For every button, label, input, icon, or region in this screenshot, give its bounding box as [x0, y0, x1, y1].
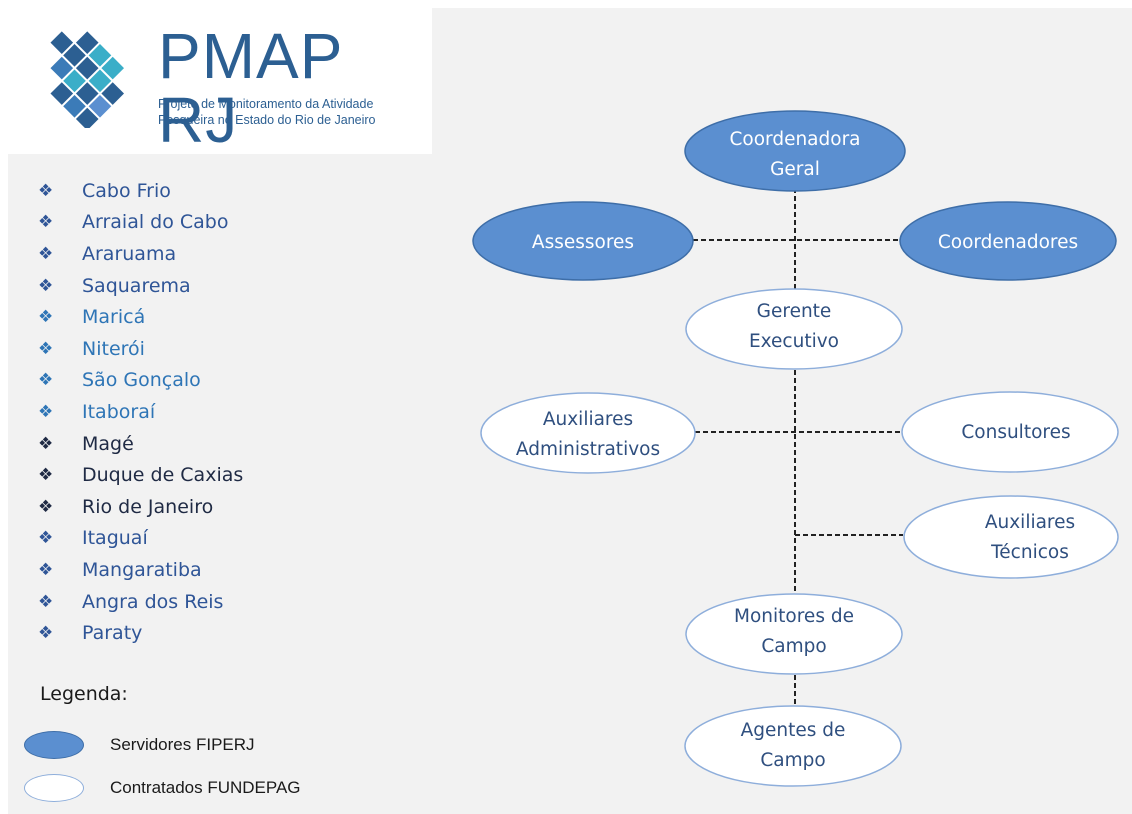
- node-agentes-de-campo: Agentes de Campo: [684, 705, 902, 787]
- diamond-bullet-icon: ❖: [38, 212, 54, 233]
- logo-subtitle-line1: Projeto de Monitoramento da Atividade: [158, 97, 374, 111]
- node-label: Campo: [761, 636, 826, 657]
- diamond-bullet-icon: ❖: [38, 307, 54, 328]
- list-item: ❖Magé: [38, 432, 134, 455]
- filled-ellipse-swatch: [24, 731, 84, 759]
- node-monitores-de-campo: Monitores de Campo: [685, 593, 903, 675]
- list-item: ❖Saquarema: [38, 274, 191, 297]
- diamond-bullet-icon: ❖: [38, 591, 54, 612]
- node-label: Agentes de: [741, 720, 846, 741]
- logo-subtitle: Projeto de Monitoramento da Atividade Pe…: [158, 96, 376, 128]
- node-label: Coordenadores: [938, 232, 1078, 253]
- logo-subtitle-line2: Pesqueira no Estado do Rio de Janeiro: [158, 113, 376, 127]
- node-label: Consultores: [961, 422, 1070, 443]
- list-item: ❖Paraty: [38, 622, 143, 645]
- node-coordenadores: Coordenadores: [899, 201, 1117, 281]
- diamond-bullet-icon: ❖: [38, 559, 54, 580]
- list-item: ❖São Gonçalo: [38, 369, 201, 392]
- node-auxiliares-administrativos: Auxiliares Administrativos: [480, 392, 696, 474]
- diamond-bullet-icon: ❖: [38, 338, 54, 359]
- node-label: Auxiliares: [543, 409, 633, 430]
- diamond-bullet-icon: ❖: [38, 275, 54, 296]
- node-label: Executivo: [749, 331, 839, 352]
- node-assessores: Assessores: [472, 201, 694, 281]
- diamond-bullet-icon: ❖: [38, 496, 54, 517]
- list-item: ❖Angra dos Reis: [38, 590, 224, 613]
- connector-lines: [693, 188, 903, 708]
- node-auxiliares-tecnicos: Auxiliares Técnicos: [903, 495, 1119, 579]
- node-label: Campo: [760, 750, 825, 771]
- list-item: ❖Duque de Caxias: [38, 464, 244, 487]
- diamond-bullet-icon: ❖: [38, 465, 54, 486]
- node-label: Técnicos: [990, 542, 1069, 563]
- logo-mosaic-icon: [50, 31, 125, 128]
- node-label: Geral: [770, 159, 820, 180]
- list-item: ❖Niterói: [38, 337, 145, 360]
- node-label: Administrativos: [516, 439, 660, 460]
- node-label: Monitores de: [734, 606, 854, 627]
- legend-filled: Servidores FIPERJ: [24, 731, 255, 759]
- list-item: ❖Rio de Janeiro: [38, 495, 214, 518]
- list-item: ❖Araruama: [38, 242, 177, 265]
- diamond-bullet-icon: ❖: [38, 180, 54, 201]
- legend-title: Legenda:: [40, 683, 128, 705]
- node-label: Gerente: [757, 301, 832, 322]
- node-consultores: Consultores: [901, 391, 1119, 473]
- diamond-bullet-icon: ❖: [38, 401, 54, 422]
- legend-empty: Contratados FUNDEPAG: [24, 774, 301, 802]
- empty-ellipse-swatch: [24, 774, 84, 802]
- node-label: Assessores: [532, 232, 634, 253]
- diamond-bullet-icon: ❖: [38, 623, 54, 644]
- node-label: Auxiliares: [985, 512, 1075, 533]
- diamond-bullet-icon: ❖: [38, 433, 54, 454]
- node-gerente-executivo: Gerente Executivo: [685, 288, 903, 370]
- legend-filled-label: Servidores FIPERJ: [110, 735, 255, 754]
- diamond-bullet-icon: ❖: [38, 370, 54, 391]
- logo: PMAP RJ Projeto de Monitoramento da Ativ…: [8, 8, 432, 154]
- city-list: ❖Cabo Frio ❖Arraial do Cabo ❖Araruama ❖S…: [38, 175, 243, 649]
- diamond-bullet-icon: ❖: [38, 528, 54, 549]
- list-item: ❖Mangaratiba: [38, 558, 202, 581]
- list-item: ❖Maricá: [38, 306, 146, 329]
- diamond-bullet-icon: ❖: [38, 243, 54, 264]
- list-item: ❖Itaboraí: [38, 400, 156, 423]
- logo-title: PMAP RJ: [158, 20, 343, 156]
- list-item: ❖Itaguaí: [38, 527, 148, 550]
- legend-empty-label: Contratados FUNDEPAG: [110, 778, 301, 797]
- list-item: ❖Cabo Frio: [38, 179, 171, 202]
- list-item: ❖Arraial do Cabo: [38, 211, 229, 234]
- node-coordenadora-geral: Coordenadora Geral: [684, 110, 906, 192]
- node-label: Coordenadora: [729, 129, 860, 150]
